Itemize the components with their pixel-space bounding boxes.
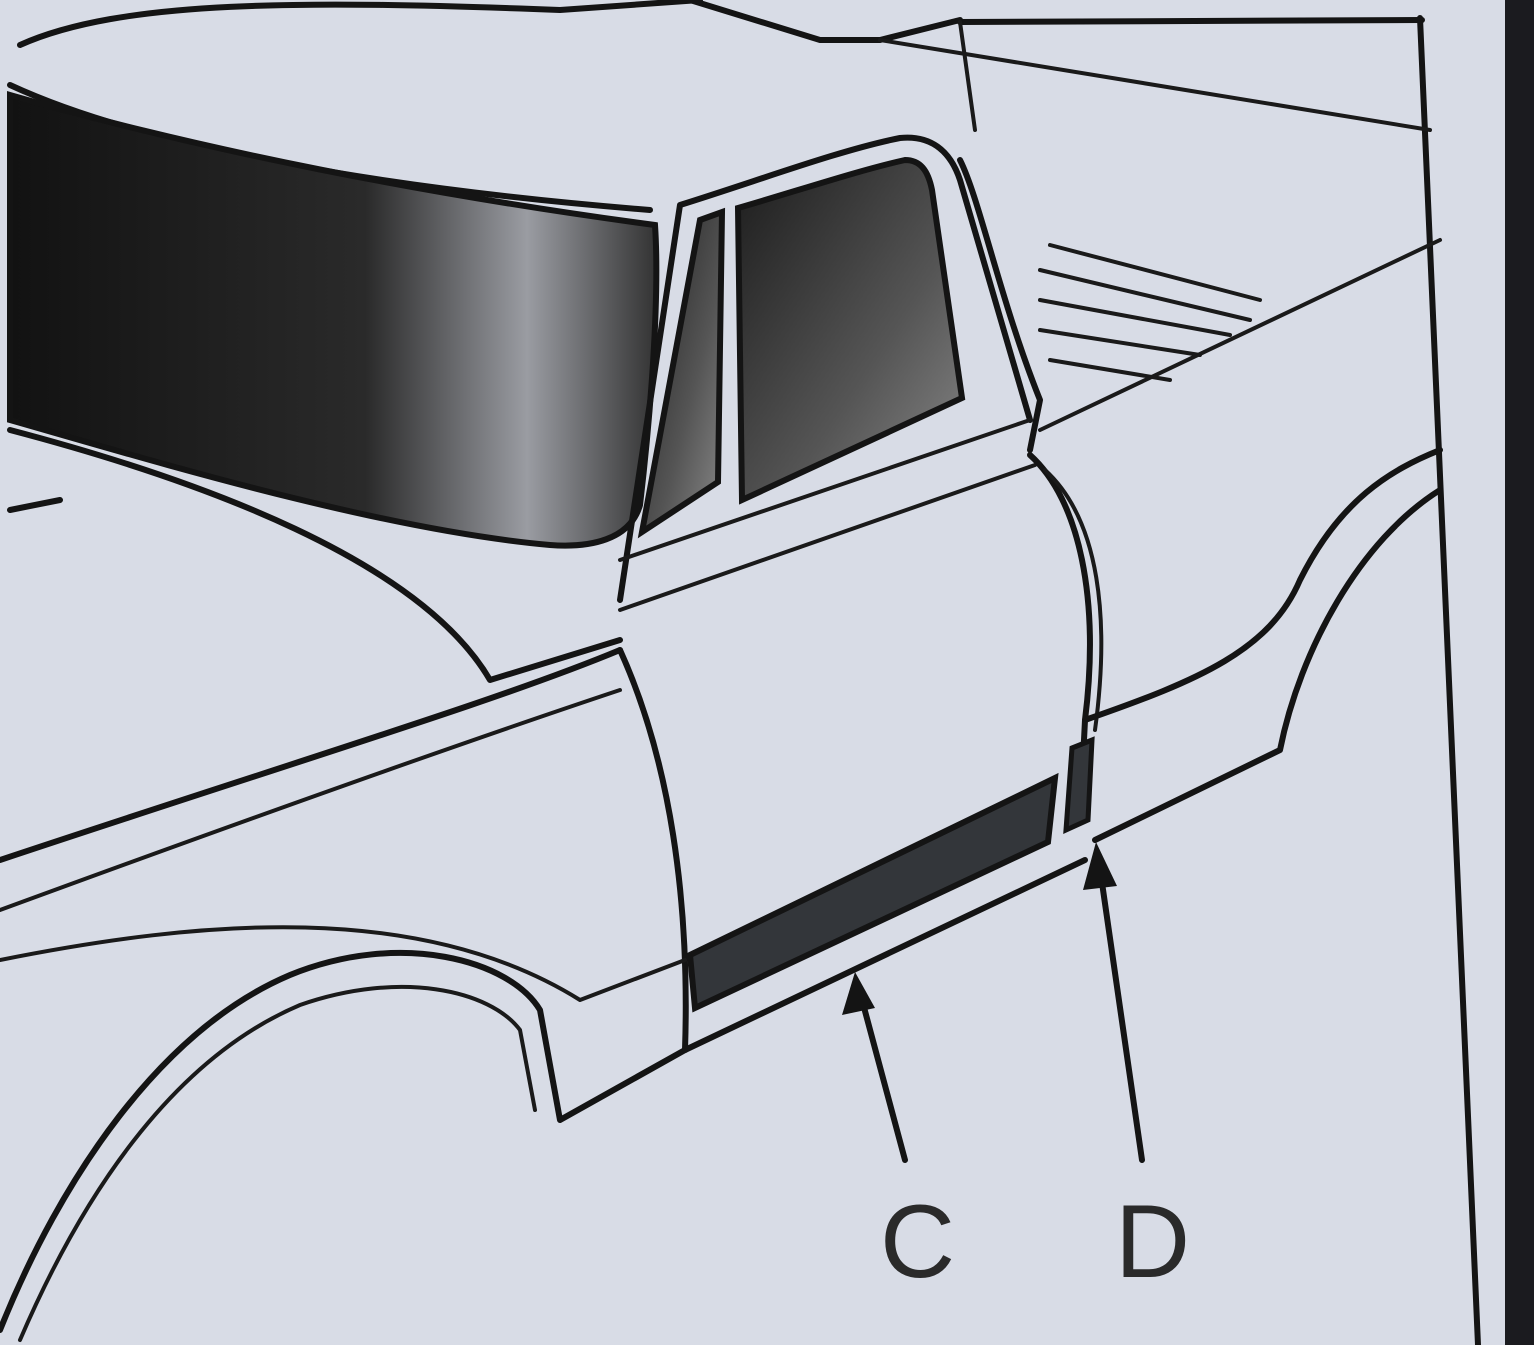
door-front-edge [617, 647, 689, 1053]
callout-label-d: D [1115, 1184, 1191, 1300]
roof-top [17, 0, 703, 48]
rear-fender [1092, 487, 1443, 843]
door-bottom [682, 857, 1088, 1053]
fender-line-lower [0, 688, 622, 912]
body-crease [0, 925, 687, 1002]
page-edge [1505, 0, 1534, 1345]
door-frame-outer [617, 134, 1033, 603]
door-rear-edge [1027, 452, 1093, 823]
door-seal [1043, 468, 1104, 732]
arrow-c-head [842, 972, 875, 1015]
bed-side-line [1082, 447, 1443, 723]
frame-border-right [1417, 15, 1481, 1345]
belt-line [618, 418, 1032, 562]
cab-back-edge [958, 20, 977, 132]
rocker-trim-c [686, 772, 1059, 1013]
hood-edge [7, 427, 623, 683]
arrow-c [855, 982, 908, 1163]
arrow-d-head [1083, 842, 1117, 890]
bed-floor-ribs [1038, 243, 1262, 382]
roof-rear [687, 0, 963, 43]
side-window [734, 156, 966, 505]
cab-corner-trim-d [1063, 736, 1095, 835]
arrow-d [1095, 852, 1145, 1163]
b-pillar [957, 157, 1043, 453]
wheel-arch-inner [18, 984, 537, 1342]
bed-top-rail [878, 38, 1432, 132]
fender-line [0, 647, 623, 863]
callout-label-c: C [880, 1184, 956, 1300]
windshield [7, 91, 660, 549]
hood-ornament [7, 497, 63, 513]
wheel-arch [0, 949, 688, 1333]
vent-window [637, 207, 726, 539]
bed-rail [1038, 238, 1442, 432]
frame-border-top [957, 17, 1425, 25]
belt-line-lower [618, 463, 1037, 612]
